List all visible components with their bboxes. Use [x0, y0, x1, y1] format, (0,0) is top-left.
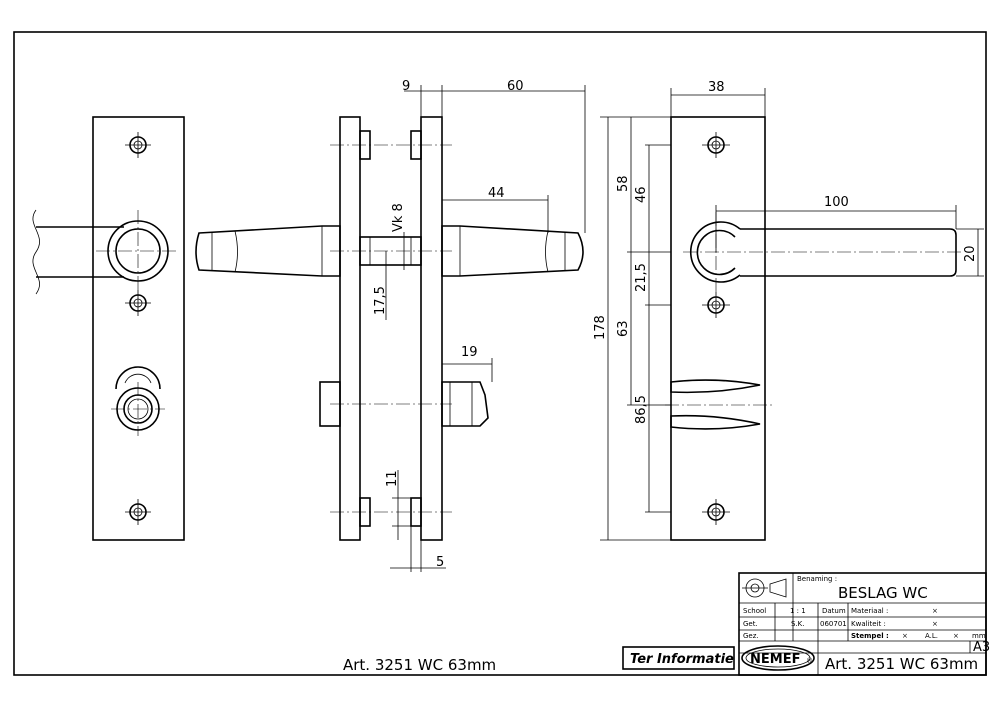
- dim-19: 19: [461, 345, 478, 360]
- dim-20: 20: [963, 245, 978, 262]
- materiaal-value: ×: [932, 607, 938, 615]
- date-value: 060701: [820, 620, 847, 628]
- front-plate: [670, 116, 766, 541]
- article-caption: Art. 3251 WC 63mm: [343, 656, 496, 674]
- back-plate-view: [32, 116, 185, 541]
- kwaliteit-label: Kwaliteit :: [851, 620, 886, 628]
- front-plate-view: [665, 116, 962, 541]
- back-plate: [92, 116, 185, 541]
- dim-58: 58: [616, 175, 631, 192]
- school-label: School: [743, 607, 766, 615]
- screw-hole-icon: [125, 290, 151, 316]
- benaming-value: BESLAG WC: [838, 584, 928, 602]
- datum-label: Datum: [822, 607, 846, 615]
- wc-indicator-icon: [111, 366, 165, 436]
- screw-hole-icon: [702, 499, 730, 525]
- dim-9: 9: [402, 79, 410, 94]
- side-dimensions: 9 60 44 Vk 8 17,5 19 11 5: [373, 79, 586, 572]
- gez-label: Gez.: [743, 632, 759, 640]
- screw-hole-icon: [125, 132, 151, 158]
- dim-86-5: 86,5: [634, 395, 649, 424]
- dim-38: 38: [708, 80, 725, 95]
- dim-178: 178: [593, 315, 608, 340]
- benaming-label: Benaming :: [797, 575, 837, 583]
- dim-60: 60: [507, 79, 524, 94]
- get-label: Get.: [743, 620, 758, 628]
- screw-hole-icon: [702, 132, 730, 158]
- wc-slot-icon: [665, 379, 772, 430]
- brand-name: NEMEF: [750, 652, 800, 667]
- title-block-article: Art. 3251 WC 63mm: [825, 655, 978, 673]
- sheet-size: A3: [973, 640, 990, 655]
- dim-46: 46: [634, 186, 649, 203]
- brand-mark: ®: [806, 657, 813, 665]
- nemef-logo: NEMEF ®: [741, 645, 815, 671]
- school-value: 1 : 1: [790, 607, 806, 615]
- side-view: [195, 116, 584, 541]
- dim-63: 63: [616, 320, 631, 337]
- dim-100: 100: [824, 195, 849, 210]
- get-value: S.K.: [791, 620, 804, 628]
- screw-hole-icon: [702, 292, 730, 318]
- kwaliteit-value: ×: [932, 620, 938, 628]
- dim-21-5: 21,5: [634, 263, 649, 292]
- drawing-border: [13, 31, 987, 676]
- materiaal-label: Materiaal :: [851, 607, 888, 615]
- stempel-label: Stempel :: [851, 632, 889, 640]
- stempel-x1: ×: [902, 632, 908, 640]
- al-label: A.L.: [925, 632, 938, 640]
- title-block: Benaming : BESLAG WC School 1 : 1 Datum …: [738, 572, 990, 676]
- dim-17-5: 17,5: [373, 286, 388, 315]
- ter-informatie-label: Ter Informatie: [630, 652, 734, 667]
- dim-5: 5: [436, 555, 444, 570]
- front-dimensions: 38 100 20 178 58 63 46 21,5 86,5: [593, 80, 984, 541]
- dim-44: 44: [488, 186, 505, 201]
- stempel-x2: ×: [953, 632, 959, 640]
- projection-symbol-icon: [742, 578, 787, 598]
- mm-label: mm: [972, 632, 986, 640]
- dim-vk8: Vk 8: [391, 203, 406, 232]
- dim-11: 11: [385, 470, 400, 487]
- screw-hole-icon: [125, 499, 151, 525]
